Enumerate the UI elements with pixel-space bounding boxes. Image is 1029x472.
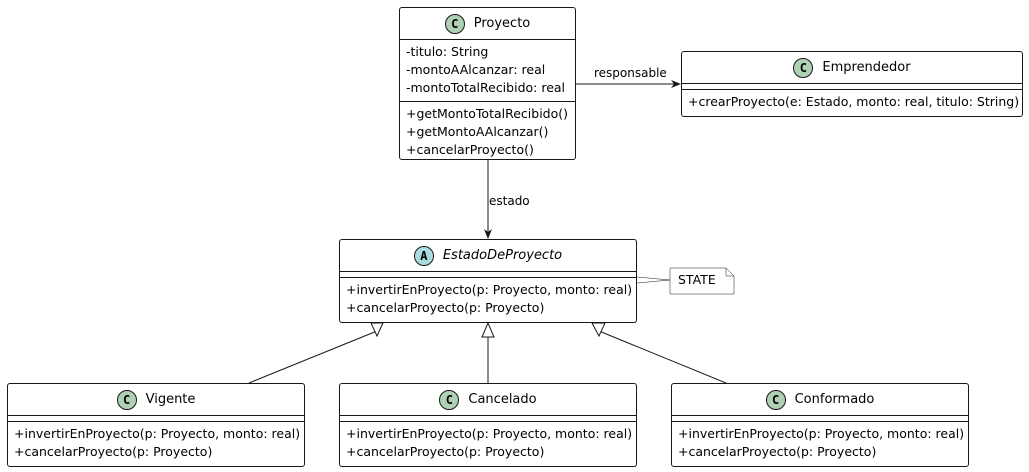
class-header: C Proyecto bbox=[400, 8, 575, 40]
estado-label: estado bbox=[489, 194, 530, 208]
attributes-section bbox=[8, 416, 304, 422]
class-header: C Emprendedor bbox=[682, 52, 1022, 84]
methods-section: +crearProyecto(e: Estado, monto: real, t… bbox=[682, 90, 1022, 115]
class-c-icon: C bbox=[439, 389, 460, 410]
attributes-section bbox=[340, 416, 636, 422]
attributes-section bbox=[682, 84, 1022, 90]
note-connector bbox=[636, 276, 671, 284]
methods-section: +invertirEnProyecto(p: Proyecto, monto: … bbox=[672, 422, 968, 465]
method: +invertirEnProyecto(p: Proyecto, monto: … bbox=[678, 426, 965, 441]
class-header: C Cancelado bbox=[340, 384, 636, 416]
vigente-inheritance-triangle bbox=[370, 322, 384, 338]
class-c-icon: C bbox=[793, 57, 814, 78]
note-text: STATE bbox=[678, 272, 716, 287]
method: +cancelarProyecto(p: Proyecto) bbox=[678, 444, 877, 459]
methods-section: +invertirEnProyecto(p: Proyecto, monto: … bbox=[8, 422, 304, 465]
class-header: C Conformado bbox=[672, 384, 968, 416]
class-emprendedor[interactable]: C Emprendedor +crearProyecto(e: Estado, … bbox=[681, 51, 1023, 117]
attributes-section: -titulo: String -montoAAlcanzar: real -m… bbox=[400, 40, 575, 102]
class-cancelado[interactable]: C Cancelado +invertirEnProyecto(p: Proye… bbox=[339, 383, 637, 467]
note-shape bbox=[669, 267, 735, 295]
responsable-label: responsable bbox=[594, 66, 667, 80]
class-c-icon: C bbox=[116, 389, 137, 410]
method: +cancelarProyecto(p: Proyecto) bbox=[14, 444, 213, 459]
method: +invertirEnProyecto(p: Proyecto, monto: … bbox=[346, 426, 633, 441]
note-fold bbox=[725, 268, 734, 277]
conformado-inheritance-triangle bbox=[591, 322, 606, 338]
method: +cancelarProyecto(p: Proyecto) bbox=[346, 444, 545, 459]
attributes-section bbox=[340, 272, 636, 278]
method: +getMontoTotalRecibido() bbox=[406, 106, 568, 121]
attributes-section bbox=[672, 416, 968, 422]
methods-section: +getMontoTotalRecibido() +getMontoAAlcan… bbox=[400, 102, 575, 163]
abstract-class-a-icon: A bbox=[413, 245, 434, 266]
class-name: EstadoDeProyecto bbox=[442, 248, 563, 263]
methods-section: +invertirEnProyecto(p: Proyecto, monto: … bbox=[340, 278, 636, 321]
estado-arrowhead bbox=[484, 229, 492, 239]
class-vigente[interactable]: C Vigente +invertirEnProyecto(p: Proyect… bbox=[7, 383, 305, 467]
method: +crearProyecto(e: Estado, monto: real, t… bbox=[688, 94, 1020, 109]
attribute: -titulo: String bbox=[406, 44, 489, 59]
method: +cancelarProyecto() bbox=[406, 142, 534, 157]
method: +cancelarProyecto(p: Proyecto) bbox=[346, 300, 545, 315]
class-conformado[interactable]: C Conformado +invertirEnProyecto(p: Proy… bbox=[671, 383, 969, 467]
methods-section: +invertirEnProyecto(p: Proyecto, monto: … bbox=[340, 422, 636, 465]
class-header: C Vigente bbox=[8, 384, 304, 416]
class-estado-de-proyecto[interactable]: A EstadoDeProyecto +invertirEnProyecto(p… bbox=[339, 239, 637, 323]
class-c-icon: C bbox=[444, 13, 465, 34]
method: +getMontoAAlcanzar() bbox=[406, 124, 549, 139]
responsable-arrowhead bbox=[671, 80, 681, 88]
cancelado-inheritance-triangle bbox=[481, 321, 495, 338]
conformado-inheritance-line bbox=[598, 330, 727, 384]
class-c-icon: C bbox=[765, 389, 786, 410]
attribute: -montoAAlcanzar: real bbox=[406, 62, 546, 77]
class-header: A EstadoDeProyecto bbox=[340, 240, 636, 272]
class-proyecto[interactable]: C Proyecto -titulo: String -montoAAlcanz… bbox=[399, 7, 576, 160]
class-name: Cancelado bbox=[468, 392, 537, 407]
class-name: Emprendedor bbox=[822, 60, 911, 75]
attribute: -montoTotalRecibido: real bbox=[406, 80, 566, 95]
state-note: STATE bbox=[670, 268, 734, 294]
vigente-inheritance-line bbox=[248, 330, 378, 384]
class-name: Proyecto bbox=[473, 16, 531, 31]
method: +invertirEnProyecto(p: Proyecto, monto: … bbox=[346, 282, 633, 297]
class-name: Conformado bbox=[794, 392, 875, 407]
class-name: Vigente bbox=[145, 392, 196, 407]
method: +invertirEnProyecto(p: Proyecto, monto: … bbox=[14, 426, 301, 441]
